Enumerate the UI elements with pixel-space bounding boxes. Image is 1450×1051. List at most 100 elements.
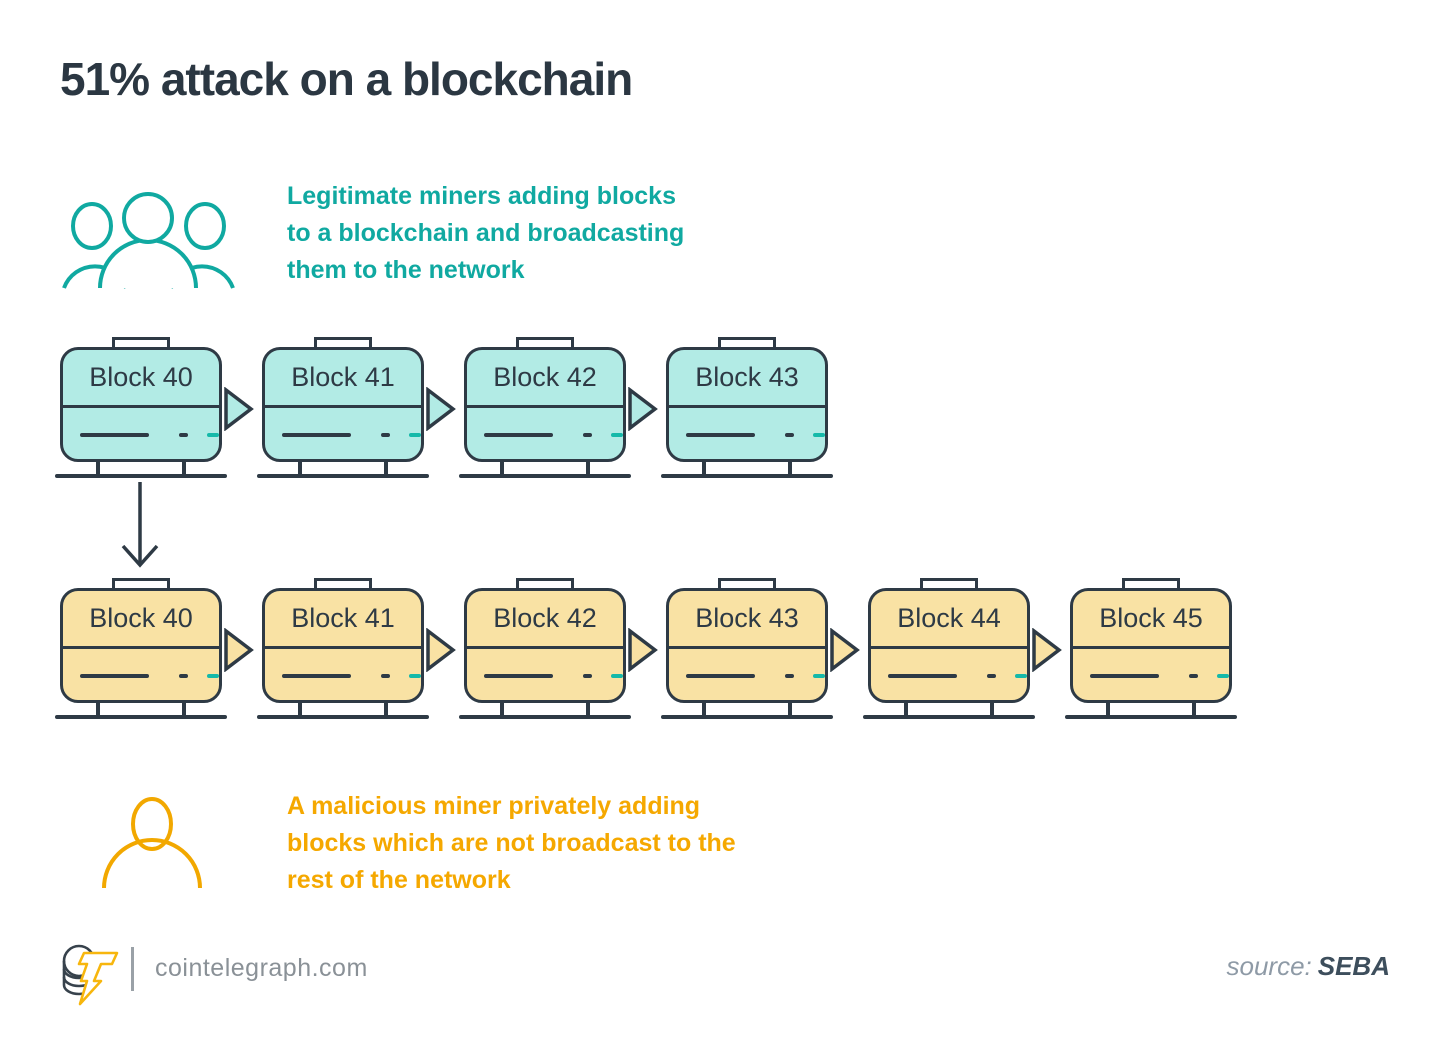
footer-site-url: cointelegraph.com — [155, 954, 368, 982]
legend-malicious-miner: A malicious miner privately adding block… — [287, 788, 736, 899]
block: Block 41 — [257, 337, 456, 478]
chain-arrow-icon — [426, 628, 456, 672]
block-hash-dashes — [63, 433, 219, 437]
chain-arrow-icon — [426, 387, 456, 431]
block-label: Block 42 — [467, 591, 623, 649]
dash-long — [282, 674, 352, 678]
chain-arrow-icon — [628, 628, 658, 672]
legend-line: them to the network — [287, 256, 525, 284]
block-label: Block 40 — [63, 350, 219, 408]
miners-group-icon — [62, 192, 235, 289]
page-title: 51% attack on a blockchain — [60, 53, 633, 105]
dash-accent — [1217, 674, 1229, 678]
block-stand — [55, 703, 227, 719]
block-stand — [459, 703, 631, 719]
dash-long — [80, 433, 150, 437]
dash-short — [381, 433, 391, 437]
block: Block 43 — [661, 337, 833, 478]
dash-long — [686, 674, 756, 678]
block-body: Block 43 — [666, 588, 828, 703]
dash-accent — [813, 674, 825, 678]
dash-accent — [1015, 674, 1027, 678]
block: Block 45 — [1065, 578, 1237, 719]
dash-short — [381, 674, 391, 678]
dash-accent — [409, 433, 421, 437]
block-hash-dashes — [669, 674, 825, 678]
block-hash-dashes — [1073, 674, 1229, 678]
block-body: Block 40 — [60, 588, 222, 703]
block-stand — [1065, 703, 1237, 719]
block: Block 44 — [863, 578, 1062, 719]
source-value: SEBA — [1317, 951, 1390, 981]
dash-accent — [611, 674, 623, 678]
cointelegraph-logo-icon — [62, 944, 119, 1006]
block: Block 40 — [55, 578, 254, 719]
block-body: Block 41 — [262, 347, 424, 462]
block-label: Block 40 — [63, 591, 219, 649]
dash-long — [80, 674, 150, 678]
block-body: Block 43 — [666, 347, 828, 462]
source-label: source: — [1226, 951, 1312, 981]
dash-long — [686, 433, 756, 437]
dash-long — [484, 674, 554, 678]
dash-short — [785, 674, 795, 678]
block-hash-dashes — [467, 674, 623, 678]
block-hash-dashes — [871, 674, 1027, 678]
malicious-miner-icon — [102, 797, 202, 888]
dash-short — [785, 433, 795, 437]
block-hash-dashes — [669, 433, 825, 437]
block: Block 40 — [55, 337, 254, 478]
legend-line: to a blockchain and broadcasting — [287, 219, 685, 247]
block-stand — [55, 462, 227, 478]
block-hash-dashes — [265, 433, 421, 437]
block-label: Block 43 — [669, 350, 825, 408]
block-body: Block 44 — [868, 588, 1030, 703]
dash-long — [282, 433, 352, 437]
chain-arrow-icon — [628, 387, 658, 431]
dash-accent — [207, 674, 219, 678]
legitimate-chain-row: Block 40 Block 41 — [55, 337, 833, 478]
block-body: Block 42 — [464, 347, 626, 462]
dash-accent — [207, 433, 219, 437]
legend-line: rest of the network — [287, 866, 511, 894]
dash-accent — [611, 433, 623, 437]
block-label: Block 45 — [1073, 591, 1229, 649]
block-body: Block 40 — [60, 347, 222, 462]
block-body: Block 41 — [262, 588, 424, 703]
footer-divider — [131, 947, 134, 991]
block: Block 43 — [661, 578, 860, 719]
footer-source: source:SEBA — [1226, 951, 1390, 982]
block-label: Block 41 — [265, 350, 421, 408]
dash-long — [888, 674, 958, 678]
dash-accent — [409, 674, 421, 678]
dash-short — [179, 674, 189, 678]
dash-short — [1189, 674, 1199, 678]
block-body: Block 42 — [464, 588, 626, 703]
block: Block 42 — [459, 578, 658, 719]
block-body: Block 45 — [1070, 588, 1232, 703]
block-hash-dashes — [265, 674, 421, 678]
legend-legitimate-miners: Legitimate miners adding blocks to a blo… — [287, 178, 684, 289]
chain-arrow-icon — [224, 387, 254, 431]
block-stand — [257, 462, 429, 478]
legend-line: A malicious miner privately adding — [287, 792, 701, 820]
chain-arrow-icon — [224, 628, 254, 672]
block-label: Block 44 — [871, 591, 1027, 649]
block-stand — [661, 703, 833, 719]
malicious-chain-row: Block 40 Block 41 — [55, 578, 1237, 719]
dash-short — [583, 433, 593, 437]
dash-long — [1090, 674, 1160, 678]
block-stand — [863, 703, 1035, 719]
dash-accent — [813, 433, 825, 437]
block-hash-dashes — [63, 674, 219, 678]
block: Block 41 — [257, 578, 456, 719]
block-label: Block 42 — [467, 350, 623, 408]
block-hash-dashes — [467, 433, 623, 437]
dash-long — [484, 433, 554, 437]
block-stand — [459, 462, 631, 478]
dash-short — [987, 674, 997, 678]
block-label: Block 41 — [265, 591, 421, 649]
chain-arrow-icon — [830, 628, 860, 672]
chain-arrow-icon — [1032, 628, 1062, 672]
block-stand — [661, 462, 833, 478]
